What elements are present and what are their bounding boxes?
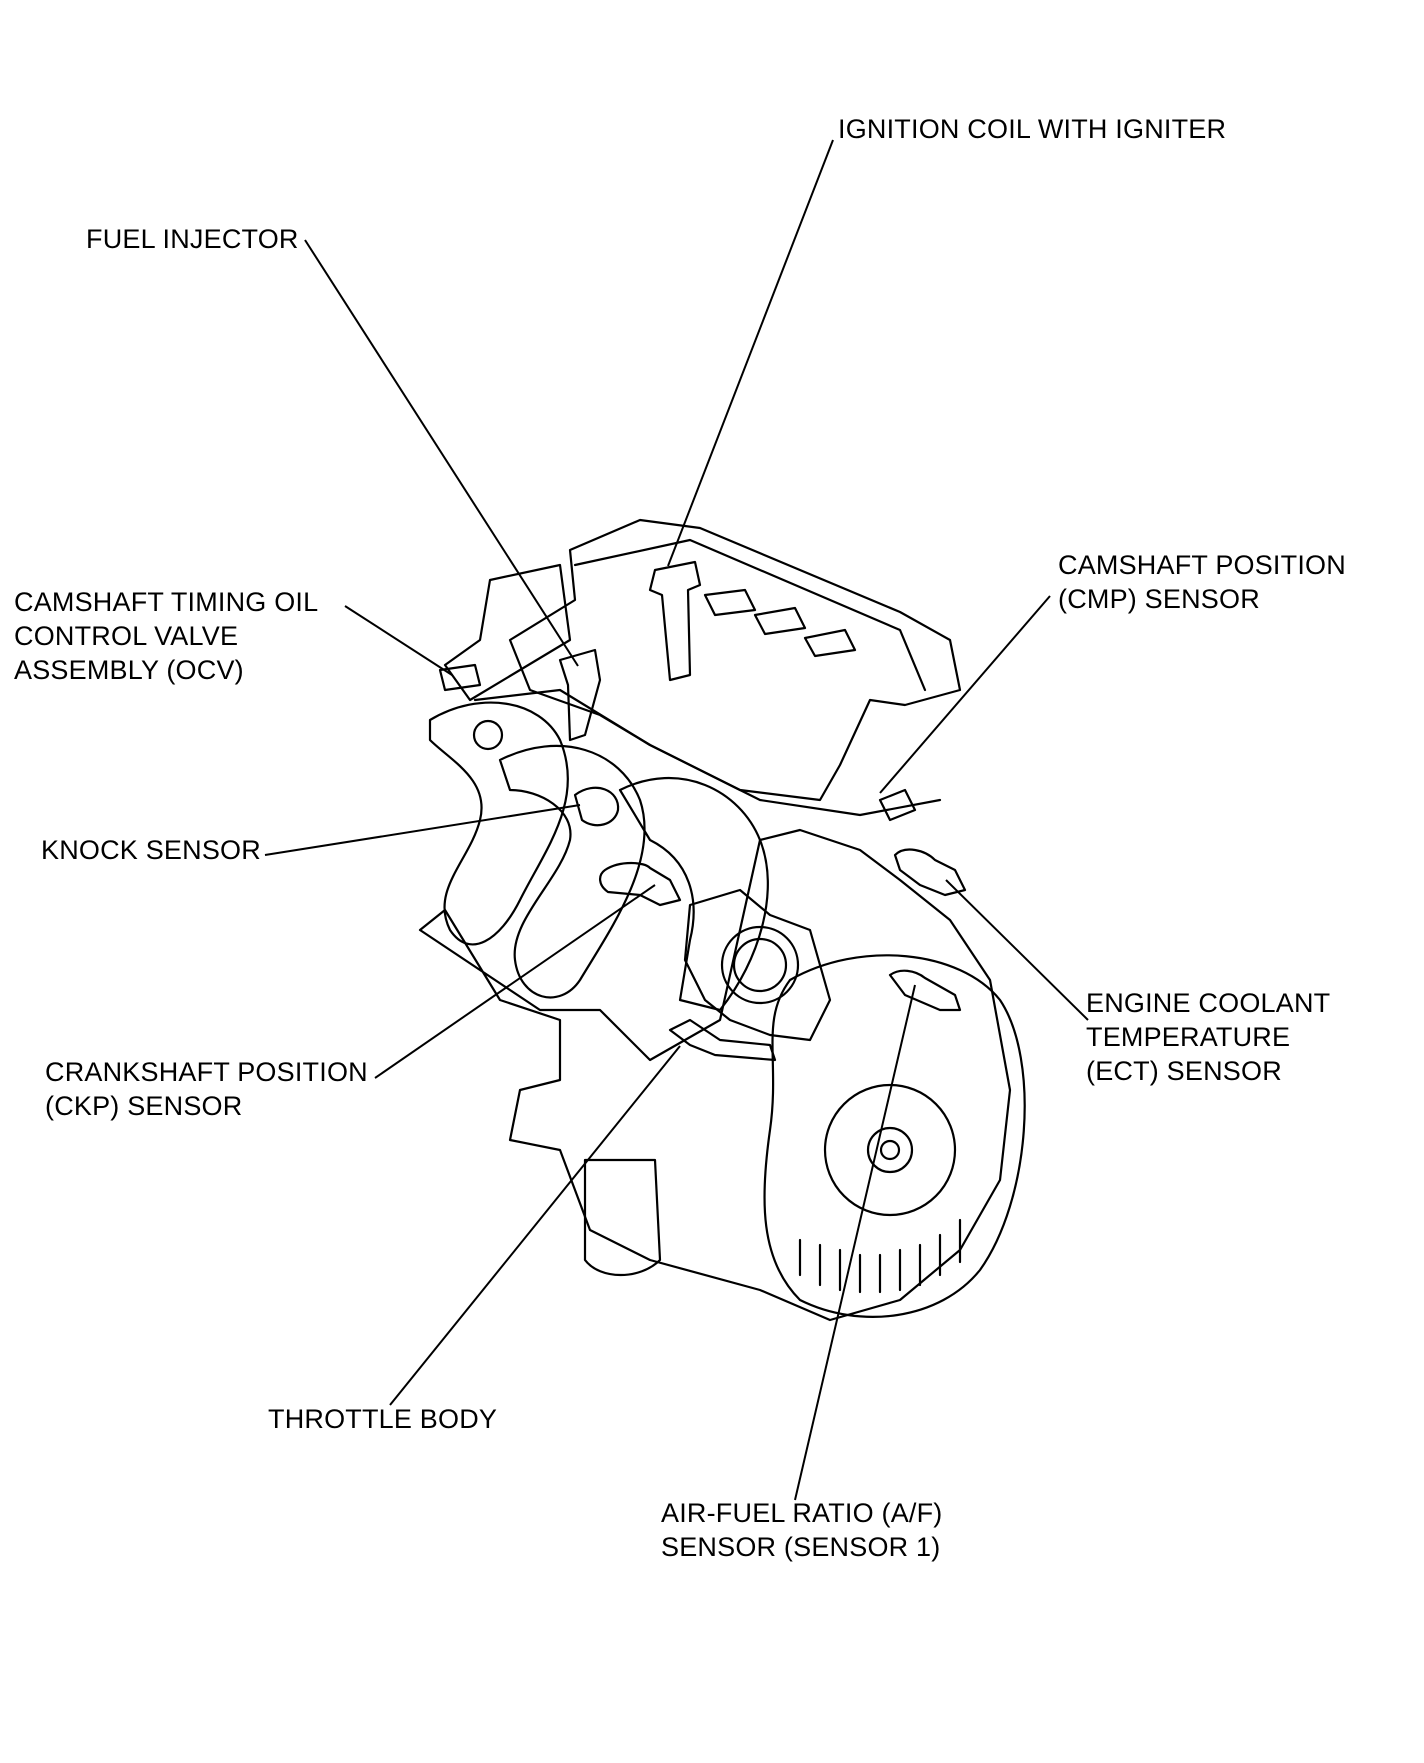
leader-fuel-injector — [304, 239, 579, 667]
af-sensor-part — [888, 969, 962, 1012]
label-cmp-sensor: CAMSHAFT POSITION (CMP) SENSOR — [1058, 550, 1346, 614]
flywheel-hub — [866, 1126, 914, 1174]
timing-cover-left — [443, 563, 572, 702]
cam-cover-top — [573, 538, 927, 692]
ocv-valve — [438, 663, 482, 692]
ect-sensor-part — [893, 848, 967, 897]
intake-runner-1 — [428, 701, 570, 946]
leader-lines — [264, 139, 1089, 1501]
transaxle-housing — [763, 954, 1026, 1318]
head-edge — [473, 688, 942, 817]
label-ckp-sensor: CRANKSHAFT POSITION (CKP) SENSOR — [45, 1057, 368, 1121]
label-fuel-injector: FUEL INJECTOR — [86, 224, 299, 254]
label-ect-sensor: ENGINE COOLANT TEMPERATURE (ECT) SENSOR — [1086, 988, 1331, 1086]
intake-runner-3 — [618, 776, 769, 1012]
leader-cmp — [879, 595, 1051, 794]
label-knock-sensor: KNOCK SENSOR — [41, 835, 261, 865]
ocv-port — [472, 719, 504, 751]
throttle-linkage — [668, 1018, 777, 1062]
fuel-injector-part — [558, 648, 602, 742]
ckp-sensor-part — [599, 861, 682, 907]
ignition-coil — [648, 560, 702, 682]
leader-ckp — [374, 884, 656, 1079]
label-af-sensor: AIR-FUEL RATIO (A/F) SENSOR (SENSOR 1) — [661, 1498, 943, 1562]
flywheel-outer — [823, 1083, 957, 1217]
valve-cover — [508, 518, 962, 802]
throttle-bore — [720, 925, 800, 1005]
knock-sensor-part — [573, 786, 620, 827]
leader-af — [794, 984, 916, 1501]
label-ocv: CAMSHAFT TIMING OIL CONTROL VALVE ASSEMB… — [14, 587, 319, 685]
leader-knock — [264, 804, 581, 856]
label-throttle-body: THROTTLE BODY — [268, 1404, 498, 1434]
engine-drawing — [418, 518, 1026, 1322]
cmp-sensor-part — [878, 788, 917, 822]
oil-filter — [583, 1158, 662, 1277]
leader-ect — [945, 879, 1089, 1021]
throttle-bore-inner — [732, 937, 788, 993]
leader-ignition-coil — [667, 139, 834, 567]
flywheel-hub-center — [879, 1139, 901, 1161]
throttle-body-part — [683, 888, 832, 1042]
intake-runner-2 — [498, 744, 646, 999]
transaxle-ribs — [798, 1218, 962, 1294]
engine-block — [418, 828, 1012, 1322]
leader-ocv — [344, 605, 453, 676]
label-ignition-coil: IGNITION COIL WITH IGNITER — [838, 114, 1227, 144]
spark-plug-wells — [703, 588, 857, 658]
leader-throttle — [389, 1045, 681, 1406]
